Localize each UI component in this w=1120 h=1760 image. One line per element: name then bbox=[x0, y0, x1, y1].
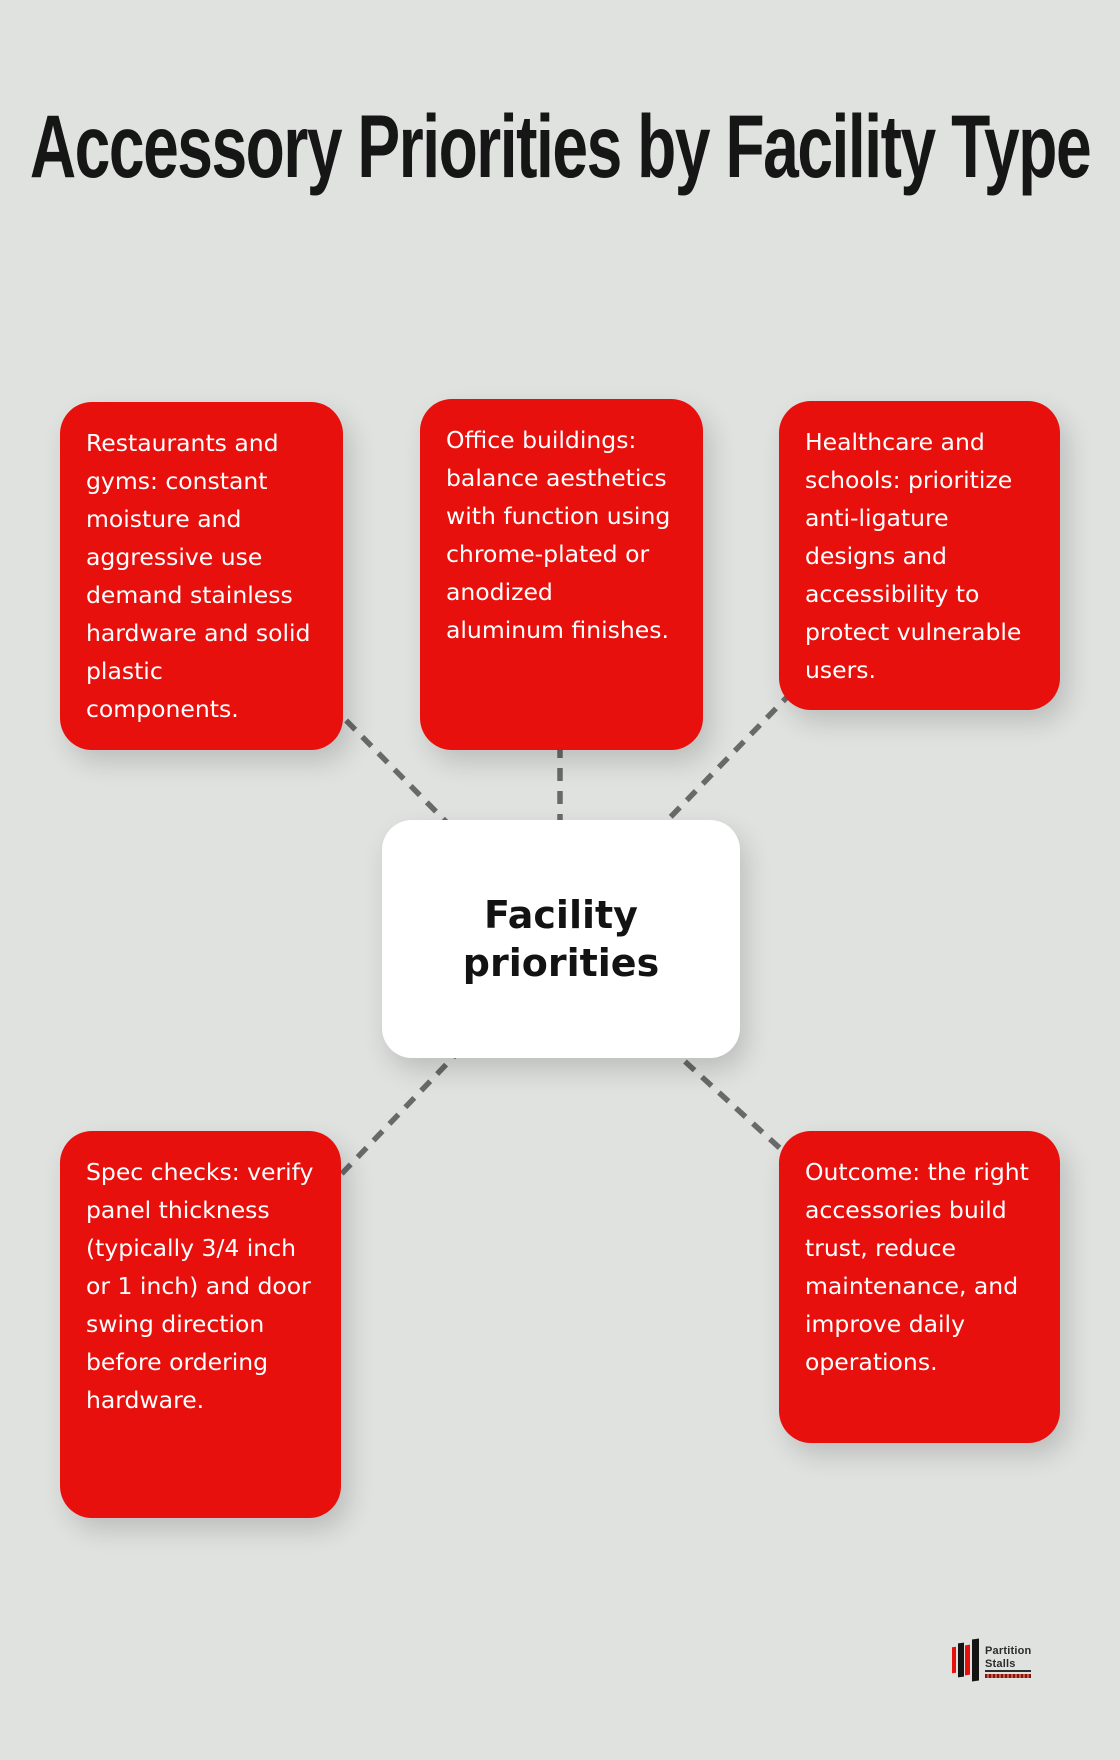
node-restaurants-gyms-text: Restaurants and gyms: constant moisture … bbox=[86, 429, 311, 723]
node-outcome: Outcome: the right accessories build tru… bbox=[779, 1131, 1060, 1443]
center-node-facility-priorities: Facility priorities bbox=[382, 820, 740, 1058]
center-node-label: Facility priorities bbox=[462, 893, 660, 985]
partition-stalls-logo: Partition Stalls bbox=[952, 1638, 1052, 1690]
connector-top-right bbox=[653, 690, 794, 835]
connector-bottom-right bbox=[666, 1043, 797, 1165]
page-title: Accessory Priorities by Facility Type bbox=[29, 96, 1092, 196]
logo-word-2: Stalls bbox=[985, 1658, 1031, 1672]
connector-top-left bbox=[328, 702, 462, 838]
node-outcome-text: Outcome: the right accessories build tru… bbox=[805, 1158, 1029, 1376]
node-restaurants-gyms: Restaurants and gyms: constant moisture … bbox=[60, 402, 343, 750]
node-office-buildings-text: Office buildings: balance aesthetics wit… bbox=[446, 426, 671, 644]
node-healthcare-schools: Healthcare and schools: prioritize anti-… bbox=[779, 401, 1060, 710]
logo-word-1: Partition bbox=[985, 1645, 1032, 1657]
logo-tagline-strip bbox=[985, 1674, 1031, 1678]
node-healthcare-schools-text: Healthcare and schools: prioritize anti-… bbox=[805, 428, 1022, 684]
logo-panels-icon bbox=[952, 1638, 980, 1682]
node-spec-checks-text: Spec checks: verify panel thickness (typ… bbox=[86, 1158, 314, 1414]
node-office-buildings: Office buildings: balance aesthetics wit… bbox=[420, 399, 703, 750]
logo-wordmark: Partition Stalls bbox=[985, 1645, 1035, 1678]
node-spec-checks: Spec checks: verify panel thickness (typ… bbox=[60, 1131, 341, 1518]
connector-bottom-left bbox=[328, 1046, 464, 1188]
